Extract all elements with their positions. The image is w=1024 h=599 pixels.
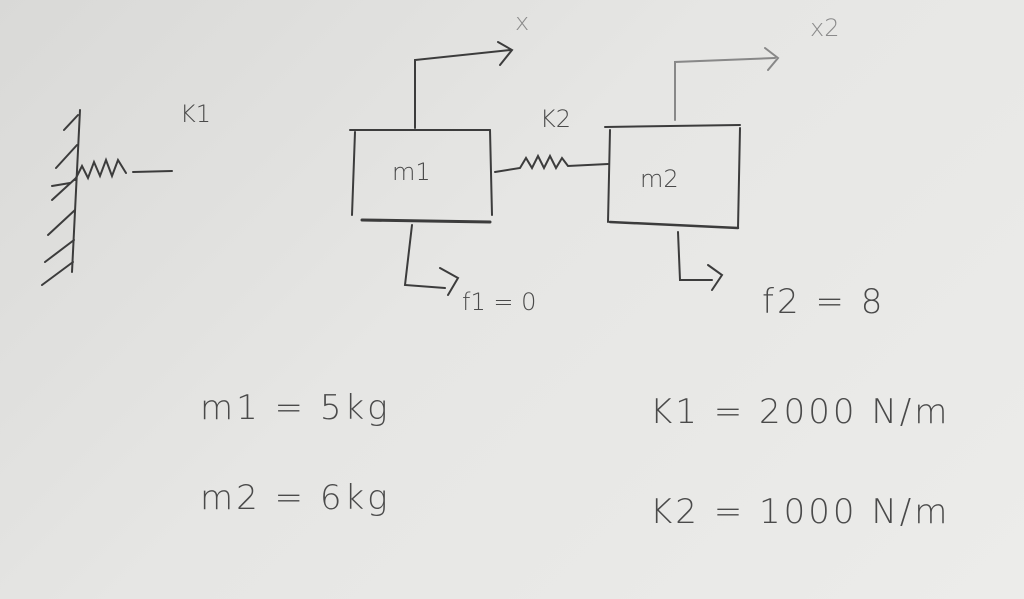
arrow-f1 [403,224,460,296]
label-f2: f2 = 8 [762,282,886,322]
mass-m1-box [349,129,493,224]
arrow-x2 [674,47,780,121]
given-m1: m1 = 5kg [200,388,391,428]
arrow-f2 [677,231,724,291]
label-m2: m2 [640,165,679,193]
label-k1: K1 [180,100,212,128]
label-k2: K2 [540,105,572,133]
given-m2: m2 = 6kg [200,478,391,518]
given-k1: K1 = 2000 N/m [650,392,951,432]
spring-k1 [51,157,173,187]
label-m1: m1 [392,158,431,186]
arrow-x1 [414,41,514,129]
spring-k2 [494,153,609,173]
label-f1: f1 = 0 [462,288,537,316]
label-x2: x2 [810,14,840,42]
label-x1: x [515,8,530,36]
given-k2: K2 = 1000 N/m [650,492,951,532]
wall [41,109,81,286]
mass-m2-box [604,124,741,230]
